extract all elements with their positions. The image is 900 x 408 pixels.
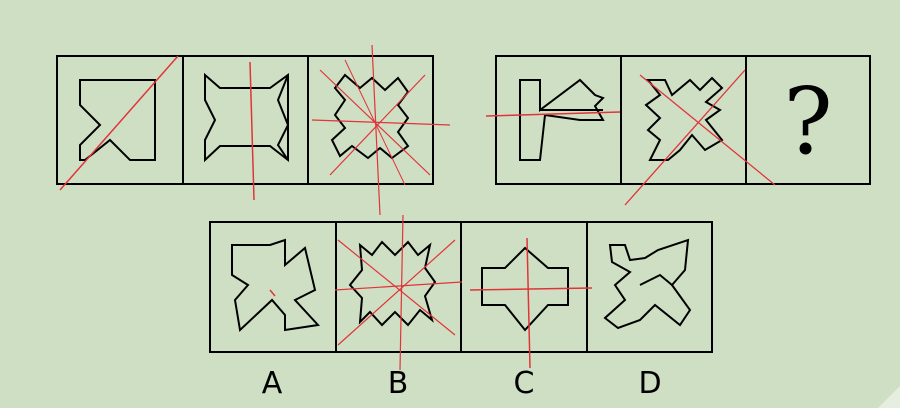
option-a-label[interactable]: A: [261, 366, 283, 401]
option-d-figure[interactable]: [603, 238, 692, 330]
right-cell-2-figure: [624, 69, 776, 206]
right-cell-1-figure: [485, 78, 621, 161]
option-c-figure[interactable]: [469, 237, 593, 369]
option-a-figure[interactable]: [231, 238, 321, 333]
right-sequence: [495, 55, 871, 185]
left-cell-3-figure: [311, 44, 451, 216]
option-b-figure[interactable]: [334, 214, 463, 371]
option-b-label[interactable]: B: [387, 366, 409, 401]
left-cell-1-figure: [59, 55, 179, 191]
option-d-label[interactable]: D: [638, 366, 662, 401]
option-c-label[interactable]: C: [513, 366, 535, 401]
left-cell-2-figure: [204, 61, 290, 201]
options-row: [209, 221, 713, 353]
left-sequence: [56, 55, 434, 185]
question-mark: ?: [783, 68, 833, 175]
corner-fold-decoration: [878, 386, 900, 408]
